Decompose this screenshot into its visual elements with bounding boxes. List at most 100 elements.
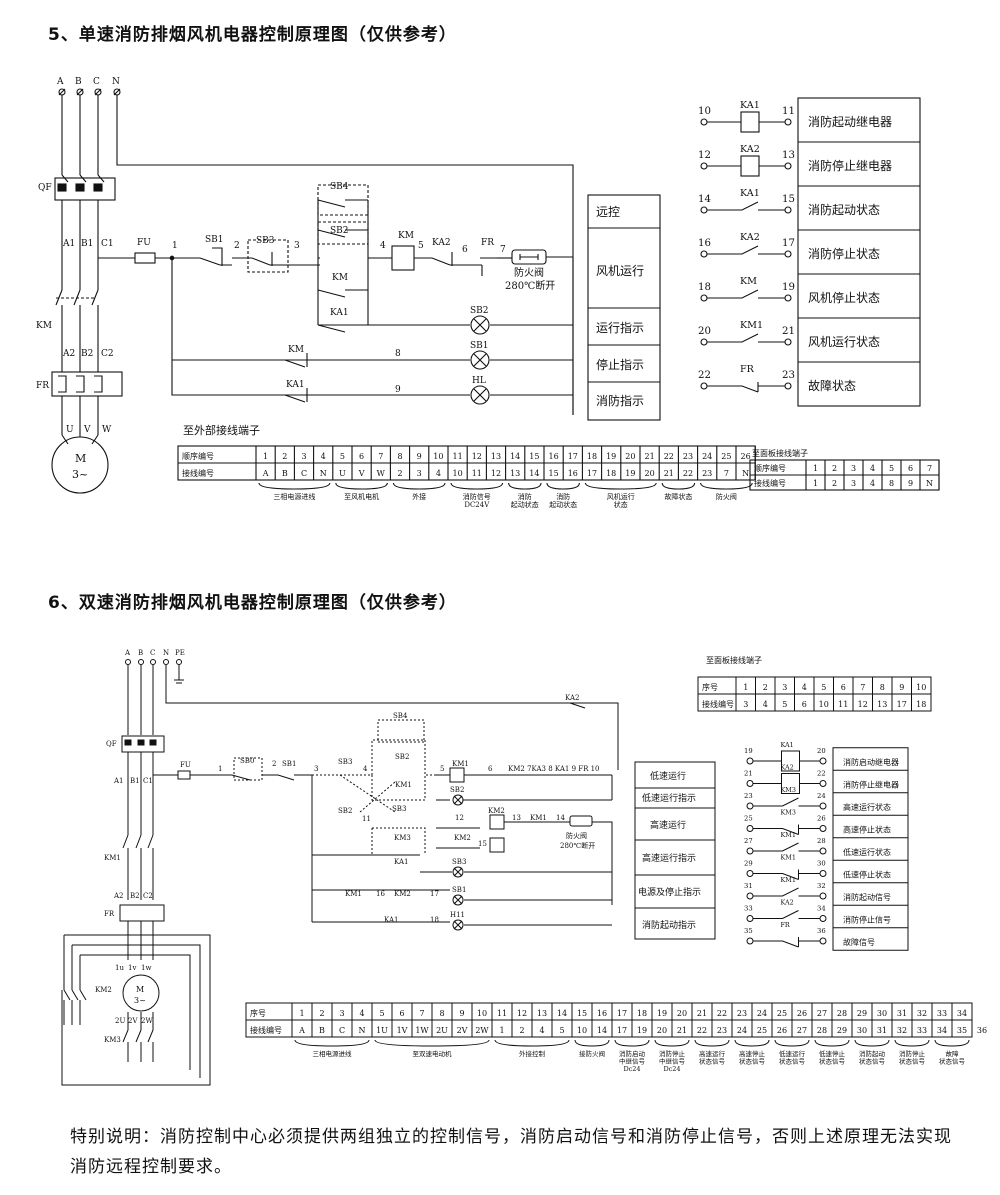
table-group-label: 外接控制	[519, 1049, 546, 1058]
table-wire-cell: 10	[819, 700, 829, 709]
relay-contact-label: KM3	[781, 786, 796, 794]
table-seq-cell: 12	[517, 1009, 527, 1018]
table-wire-cell: 19	[625, 469, 635, 478]
table-wire-cell: 17	[897, 700, 907, 709]
relay-description: 消防启动继电器	[843, 757, 899, 767]
table-seq-cell: 5	[821, 683, 826, 692]
table-group-label: 故障状态	[664, 492, 692, 501]
svg-text:B: B	[138, 649, 143, 657]
phase-b-label: B	[75, 77, 82, 87]
relay-contact-label: KM	[740, 276, 757, 287]
table-group-label: 风机运行	[607, 492, 635, 501]
svg-text:KM2: KM2	[488, 807, 505, 815]
table-seq-cell: 2	[832, 464, 837, 473]
table-wire-cell: 14	[529, 469, 539, 478]
table-wire-cell: 8	[889, 479, 894, 488]
dual-fn-fire-start-ind: 消防起动指示	[642, 919, 696, 931]
table-wire-cell: 4	[539, 1026, 544, 1035]
table-seq-cell: 1	[743, 683, 748, 692]
fu-label: FU	[137, 238, 151, 248]
svg-text:KM3: KM3	[394, 834, 411, 842]
svg-text:16: 16	[376, 890, 385, 898]
table-seq-cell: 15	[529, 452, 539, 461]
table-group-label: 三相电源进线	[273, 492, 315, 501]
table-row-label: 接线编号	[702, 699, 734, 709]
table-seq-cell: 4	[870, 464, 875, 473]
relay-contact-label: KM1	[781, 854, 796, 862]
relay-left-terminal: 14	[698, 194, 711, 205]
svg-text:SB0: SB0	[240, 757, 254, 765]
table-group-label: 外接	[412, 492, 426, 501]
relay-description: 消防起动继电器	[808, 114, 892, 129]
relay-contact-label: FR	[781, 921, 790, 929]
svg-text:SB2: SB2	[450, 786, 464, 794]
table-wire-cell: N	[359, 1026, 366, 1035]
svg-text:SB1: SB1	[282, 760, 296, 768]
table-wire-cell: N	[320, 469, 327, 478]
phase-n-label: N	[112, 77, 120, 87]
table-seq-cell: 26	[797, 1009, 807, 1018]
svg-text:7: 7	[500, 245, 506, 255]
sb2-label: SB2	[330, 226, 349, 236]
sb4-label: SB4	[330, 182, 349, 192]
table-group-label: 状态信号	[699, 1057, 726, 1066]
svg-text:9: 9	[395, 385, 401, 395]
svg-text:11: 11	[362, 815, 371, 823]
table-wire-cell: 5	[782, 700, 787, 709]
motor-m-label: M	[75, 452, 86, 465]
sb1-label: SB1	[205, 235, 224, 245]
table-seq-cell: 7	[860, 683, 865, 692]
table-seq-cell: 13	[491, 452, 501, 461]
phase-c-label: C	[93, 77, 100, 87]
svg-text:4: 4	[363, 765, 368, 773]
table-group-label: 低速运行	[779, 1049, 806, 1058]
svg-text:2: 2	[234, 241, 240, 251]
single-function-boxes: 远控 风机运行 运行指示 停止指示 消防指示	[587, 194, 661, 421]
svg-text:5: 5	[418, 241, 424, 251]
svg-text:KM2: KM2	[95, 986, 112, 994]
a1-label: A1	[62, 239, 75, 249]
svg-text:2U: 2U	[115, 1017, 125, 1025]
table-wire-cell: 5	[559, 1026, 564, 1035]
relay-left-terminal: 10	[698, 106, 711, 117]
relay-right-terminal: 34	[817, 905, 826, 913]
svg-text:18: 18	[430, 916, 439, 924]
table-seq-cell: 6	[908, 464, 913, 473]
table-seq-cell: 5	[379, 1009, 384, 1018]
table-group-label: 至双速电动机	[413, 1049, 453, 1058]
table-group-label: 故障	[946, 1049, 960, 1058]
svg-text:2: 2	[272, 760, 276, 768]
svg-text:A2: A2	[113, 892, 124, 900]
table-wire-cell: B	[319, 1026, 325, 1035]
table-wire-cell: C	[339, 1026, 345, 1035]
table-group-label: 状态信号	[899, 1057, 926, 1066]
svg-text:6: 6	[462, 245, 468, 255]
relay-right-terminal: 21	[782, 326, 795, 337]
svg-text:2V: 2V	[128, 1017, 138, 1025]
relay-description: 低速运行状态	[843, 847, 891, 857]
svg-text:FU: FU	[180, 761, 191, 769]
table-seq-cell: 11	[453, 452, 463, 461]
relay-description: 风机运行状态	[808, 335, 880, 349]
section6-title: 6、双速消防排烟风机电器控制原理图（仅供参考）	[48, 593, 457, 613]
dual-panel-title: 至面板接线端子	[706, 655, 762, 665]
table-seq-cell: 25	[777, 1009, 787, 1018]
table-seq-cell: 32	[917, 1009, 927, 1018]
table-seq-cell: 4	[802, 683, 807, 692]
dual-fn-low-run-ind: 低速运行指示	[642, 792, 696, 804]
table-seq-cell: 27	[817, 1009, 827, 1018]
table-group-label: 状态信号	[819, 1057, 846, 1066]
lamp-sb2-label: SB2	[470, 306, 489, 316]
svg-text:8: 8	[395, 349, 401, 359]
svg-text:H11: H11	[450, 911, 465, 919]
relay-right-terminal: 26	[817, 815, 826, 823]
table-wire-cell: 2U	[436, 1026, 448, 1035]
table-seq-cell: 22	[664, 452, 674, 461]
svg-text:FR: FR	[104, 910, 115, 918]
table-wire-cell: N	[742, 469, 749, 478]
table-wire-cell: A	[262, 469, 269, 478]
relay-right-terminal: 22	[817, 770, 826, 778]
table-group-label: 接防火阀	[579, 1049, 605, 1058]
